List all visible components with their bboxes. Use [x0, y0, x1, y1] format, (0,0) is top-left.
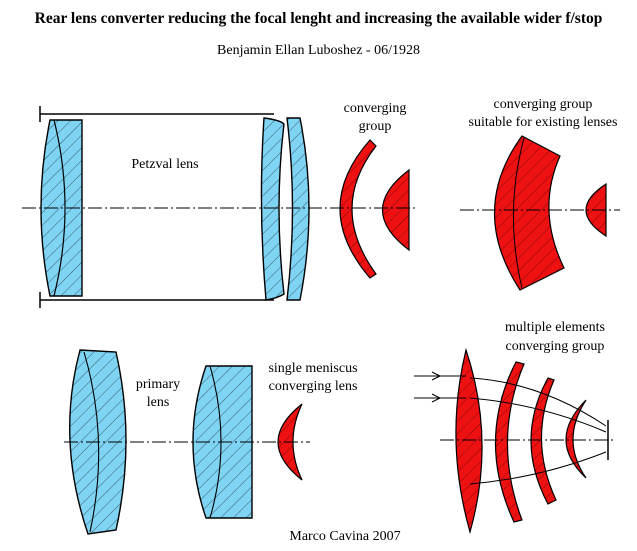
label-meniscus-line1: single meniscus [268, 361, 357, 376]
label-existing-line1: converging group [494, 97, 593, 112]
converter-biconvex-element [455, 347, 483, 535]
existing-lens-converter-group [460, 135, 620, 291]
multiple-elements-assembly [414, 347, 614, 535]
converter-meniscus-1 [339, 139, 377, 279]
label-existing-line2: suitable for existing lenses [469, 115, 618, 130]
label-converging-line1: converging [344, 101, 407, 116]
diagram-title: Rear lens converter reducing the focal l… [34, 10, 603, 27]
credit-text: Marco Cavina 2007 [289, 529, 400, 544]
label-meniscus-line2: converging lens [269, 379, 358, 394]
label-petzval-lens: Petzval lens [131, 157, 198, 172]
label-primary-line1: primary [136, 377, 180, 392]
label-multiple-line1: multiple elements [505, 320, 605, 335]
single-meniscus-assembly [64, 349, 310, 535]
petzval-lens-assembly [22, 106, 418, 308]
label-converging-line2: group [359, 119, 392, 134]
converter-thick-doublet [493, 135, 565, 291]
converter-plano-convex-1 [382, 168, 410, 252]
converter-meniscus-4 [565, 399, 587, 479]
label-primary-line2: lens [147, 395, 170, 410]
petzval-rear-element-1 [260, 117, 285, 301]
petzval-rear-element-2 [286, 117, 310, 301]
incoming-rays [414, 371, 607, 485]
diagram-subtitle: Benjamin Ellan Luboshez - 06/1928 [217, 43, 420, 58]
label-multiple-line2: converging group [506, 339, 605, 354]
